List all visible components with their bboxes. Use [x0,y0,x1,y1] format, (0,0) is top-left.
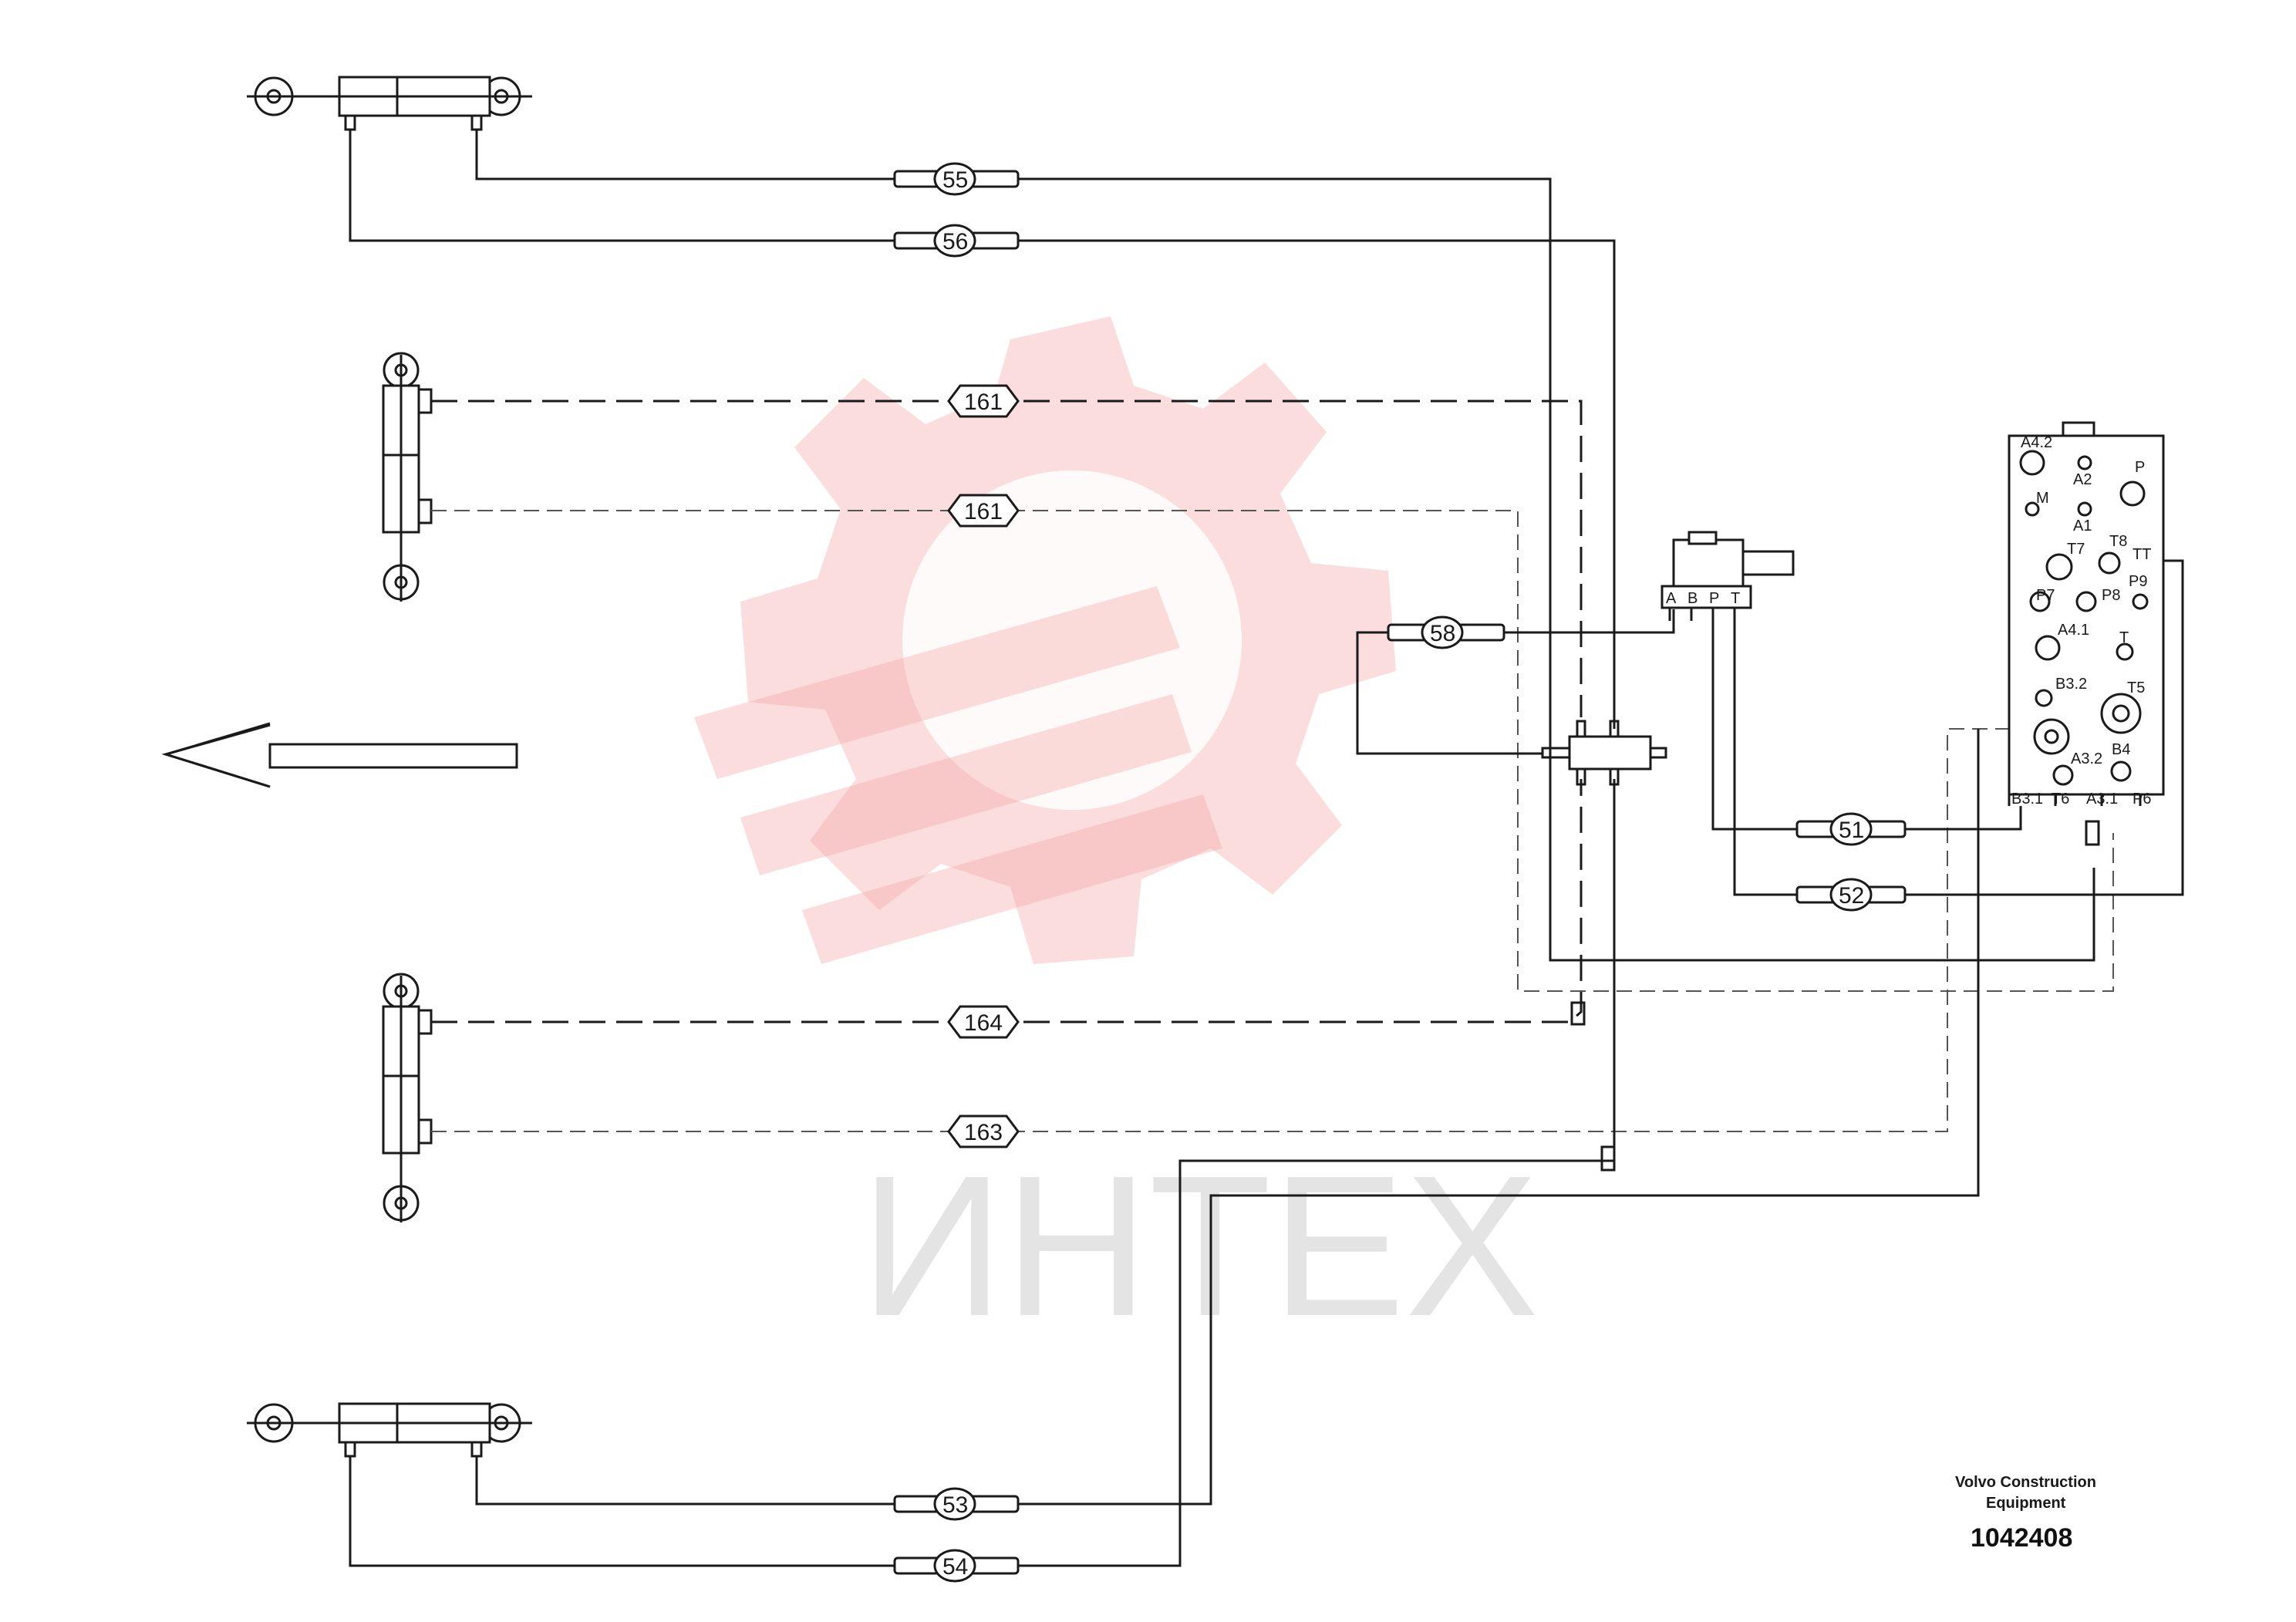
port-t6: T6 [2052,791,2069,808]
port-t8: T8 [2109,533,2127,550]
hose-label: 54 [942,1554,968,1580]
direction-arrow-icon [161,723,518,788]
distribution-block [1541,720,1667,1172]
hose-52: 52 [1795,878,1907,912]
port-m: M [2036,490,2049,507]
port-a1: A1 [2073,518,2092,534]
port-a3-2: A3.2 [2071,750,2102,767]
port-t7: T7 [2067,541,2085,558]
hose-label: 164 [964,1010,1003,1036]
port-b3-2: B3.2 [2055,676,2087,693]
cylinder-bottom [247,1402,532,1458]
hose-label: 58 [1430,621,1455,646]
hose-label: 52 [1839,883,1864,909]
cylinder-top [247,76,532,131]
solenoid-valve: A B P T [1660,531,1795,621]
port-a4-1: A4.1 [2058,622,2089,639]
hose-164: 164 [947,1005,1020,1039]
hose-54: 54 [893,1549,1020,1583]
title-block: Volvo Construction Equipment 1042408 [1955,1474,2096,1553]
port-p: P [2135,459,2145,476]
port-tt: TT [2132,546,2151,563]
port-t: T [2119,629,2129,646]
port-a4-2: A4.2 [2021,434,2052,451]
valve-ports [2019,450,2149,786]
hose-58: 58 [1387,615,1505,649]
cylinder-left-upper [382,352,433,602]
hose-161-upper: 161 [947,384,1020,418]
port-p9: P9 [2129,573,2147,590]
port-label: P [1709,590,1719,607]
port-b3-1: B3.1 [2011,791,2043,808]
hose-161-lower: 161 [947,494,1020,528]
main-control-valve: A4.2 A2 P M A1 T7 T8 TT P7 P8 P9 A4.1 T … [2008,421,2165,808]
hose-163: 163 [947,1114,1020,1148]
hose-label: 53 [942,1492,968,1518]
hose-55: 55 [893,162,1020,196]
port-a3-1: A3.1 [2086,791,2118,808]
hose-label: 55 [942,167,968,193]
document-number: 1042408 [1971,1523,2072,1553]
hose-label: 161 [964,389,1003,415]
hose-56: 56 [893,224,1020,258]
hose-label: 163 [964,1120,1003,1145]
port-label: A [1666,590,1677,607]
port-p6: P6 [2132,791,2151,808]
port-p8: P8 [2102,587,2120,604]
port-t5: T5 [2127,679,2145,696]
hose-label: 56 [942,229,968,255]
port-p7: P7 [2036,587,2055,604]
watermark-text: ИНТЕХ [860,1135,1539,1358]
company-name-line2: Equipment [1986,1495,2066,1512]
port-label: B [1687,590,1698,607]
cylinder-left-lower [382,973,433,1222]
port-label: T [1731,590,1740,607]
hose-label: 51 [1839,818,1864,843]
hose-53: 53 [893,1487,1020,1521]
watermark: ИНТЕХ [694,316,1539,1358]
hose-label: 161 [964,499,1003,524]
hose-51: 51 [1795,812,1907,846]
watermark-gear-logo [694,316,1396,964]
port-b4: B4 [2112,741,2130,758]
solenoid-valve-ports: A B P T [1666,590,1740,607]
company-name-line1: Volvo Construction [1955,1474,2096,1491]
port-a2: A2 [2073,471,2092,488]
